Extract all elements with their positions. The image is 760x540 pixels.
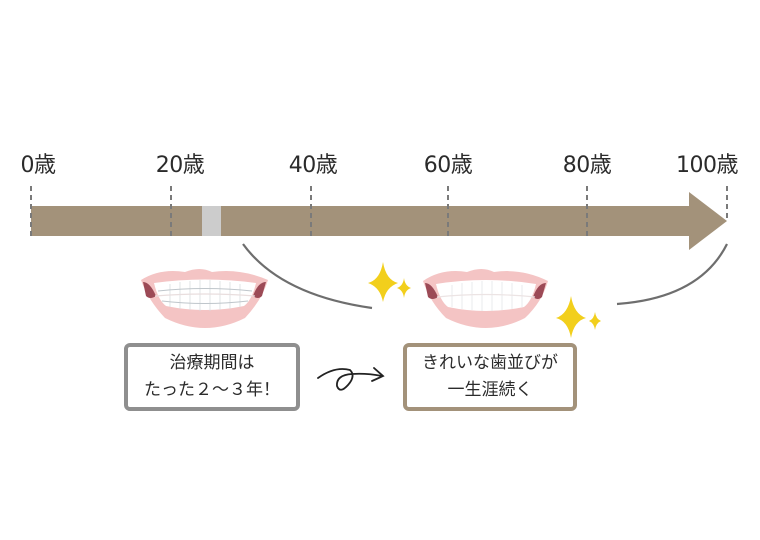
lifelong-result-line1: きれいな歯並びが [422,353,558,373]
age-label-100: 100歳 [676,153,739,178]
treatment-period-box: 治療期間は たった２～３年！ [124,343,300,411]
sparkle-icon-right [556,296,601,338]
age-label-0: 0歳 [20,153,57,178]
age-label-80: 80歳 [562,153,612,178]
lifelong-result-line2: 一生涯続く [447,380,533,400]
age-label-60: 60歳 [423,153,473,178]
age-label-20: 20歳 [155,153,205,178]
loop-arrow-icon [317,367,385,391]
mouth-braces-icon [141,269,268,328]
lifelong-result-box: きれいな歯並びが 一生涯続く [403,343,577,411]
age-ticks [30,186,728,237]
connector-curve-left [242,243,373,310]
treatment-period-line1: 治療期間は [169,353,255,373]
age-label-40: 40歳 [288,153,338,178]
mouth-straight-teeth-icon [423,269,548,328]
treatment-period-segment [202,206,221,236]
timeline-arrow [31,192,727,250]
connector-curve-right [616,243,728,306]
treatment-period-line2: たった２～３年！ [144,380,280,400]
sparkle-icon-left [368,262,411,302]
